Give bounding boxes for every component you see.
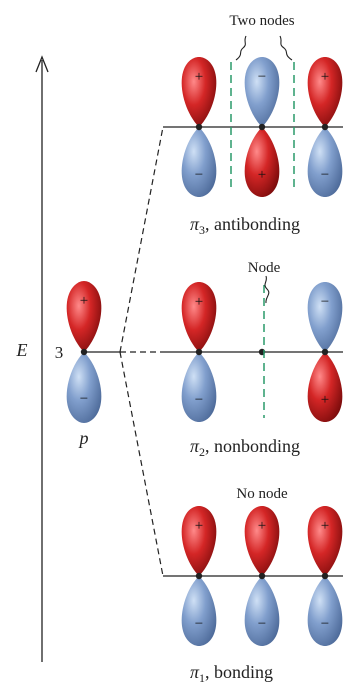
energy-axis-arrowhead [35, 55, 49, 73]
correlation-line-to-pi3 [119, 126, 164, 353]
pi3-atom1-lower-lobe [181, 127, 217, 197]
pi3-atom2-nucleus [258, 123, 266, 131]
pi3-atom1-nucleus [195, 123, 203, 131]
p-orbital-lower-lobe [66, 352, 102, 423]
atomic-p-orbital: + − 3 p [55, 281, 121, 448]
pi3-atom2-upper-lobe [244, 57, 280, 127]
pi1-atom3-bottom-sign: − [321, 616, 329, 632]
pi1-atom3-upper-lobe [307, 506, 343, 576]
pi3-orbital: + − − + + − Two nodes π3, antibonding [163, 13, 343, 237]
pi2-label: π2, nonbonding [190, 436, 300, 459]
correlation-line-to-pi1 [119, 351, 164, 577]
pi3-atom3-upper-lobe [307, 57, 343, 127]
pi3-atom3-top-sign: + [321, 69, 329, 85]
p-orbital-top-sign: + [80, 293, 88, 309]
pi1-orbital: + − + − + − No node π1, bonding [163, 486, 343, 684]
node-markers [230, 35, 295, 418]
pi3-atom2-bottom-sign: + [258, 167, 266, 183]
pi1-atom3-top-sign: + [321, 518, 329, 534]
pi3-atom1-top-sign: + [195, 69, 203, 85]
pi2-atom1-bottom-sign: − [195, 392, 203, 408]
pi3-node-squiggle-1 [235, 35, 247, 61]
pi2-atom1-upper-lobe [181, 282, 217, 352]
pi1-node-annotation: No node [236, 486, 288, 502]
p-orbital-energy-label: 3 [55, 343, 64, 362]
pi2-atom1-top-sign: + [195, 294, 203, 310]
pi3-atom2-lower-lobe [244, 127, 280, 197]
pi1-atom2-nucleus [258, 572, 266, 580]
p-orbital-nucleus [80, 348, 88, 356]
energy-axis: E [16, 55, 49, 662]
pi2-atom3-upper-lobe [307, 282, 343, 352]
pi1-atom2-lower-lobe [244, 576, 280, 646]
pi3-atom3-bottom-sign: − [321, 167, 329, 183]
pi1-atom1-lower-lobe [181, 576, 217, 646]
pi1-atom2-upper-lobe [244, 506, 280, 576]
p-orbital-upper-lobe [66, 281, 102, 352]
pi3-atom3-nucleus [321, 123, 329, 131]
pi2-atom1-nucleus [195, 348, 203, 356]
pi1-atom1-top-sign: + [195, 518, 203, 534]
pi1-atom1-upper-lobe [181, 506, 217, 576]
pi2-atom3-lower-lobe [307, 352, 343, 422]
pi3-label: π3, antibonding [190, 214, 300, 237]
pi2-node-squiggle [264, 275, 270, 304]
pi2-node-annotation: Node [248, 260, 281, 276]
pi3-atom2-top-sign: − [258, 69, 266, 85]
pi2-atom1-lower-lobe [181, 352, 217, 422]
mo-levels: + − − + + − Two nodes π3, antibonding + − − + Node π2… [163, 13, 343, 684]
pi2-atom3-top-sign: − [321, 294, 329, 310]
pi3-node-squiggle-2 [279, 35, 293, 61]
pi3-node-annotation: Two nodes [229, 13, 294, 29]
p-orbital-name: p [78, 428, 89, 448]
pi1-label: π1, bonding [190, 662, 273, 684]
p-orbital-bottom-sign: − [80, 391, 88, 407]
pi3-atom1-bottom-sign: − [195, 167, 203, 183]
pi3-atom1-upper-lobe [181, 57, 217, 127]
pi1-atom1-nucleus [195, 572, 203, 580]
pi2-atom3-nucleus [321, 348, 329, 356]
pi1-atom3-nucleus [321, 572, 329, 580]
pi1-atom2-top-sign: + [258, 518, 266, 534]
pi3-atom3-lower-lobe [307, 127, 343, 197]
pi1-atom3-lower-lobe [307, 576, 343, 646]
pi2-atom3-bottom-sign: + [321, 392, 329, 408]
energy-axis-label: E [16, 340, 28, 360]
pi2-orbital: + − − + Node π2, nonbonding [163, 260, 343, 459]
pi1-atom1-bottom-sign: − [195, 616, 203, 632]
pi1-atom2-bottom-sign: − [258, 616, 266, 632]
correlation-lines [119, 126, 164, 577]
